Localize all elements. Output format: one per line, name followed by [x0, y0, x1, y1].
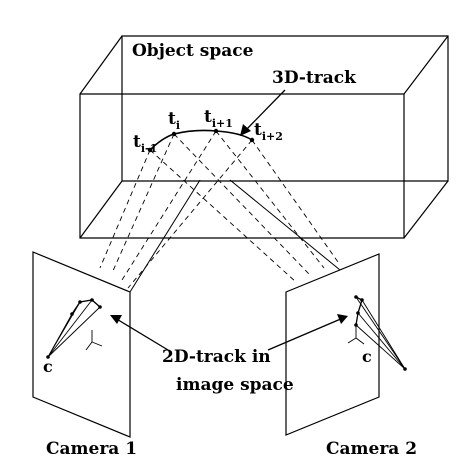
projection-rays	[99, 130, 339, 289]
axis-line	[355, 337, 365, 345]
camera1-label: Camera 1	[46, 439, 137, 459]
ray-cam2	[251, 139, 339, 263]
axis-line	[347, 337, 357, 344]
ray-cam2	[149, 149, 297, 283]
ray-cam1	[111, 133, 175, 274]
track-2d-curve	[355, 296, 363, 326]
camera2-center-point	[403, 367, 407, 371]
track-3d-label: 3D-track	[272, 68, 357, 88]
camera1-2d-points	[46, 298, 102, 359]
axis-line	[91, 341, 103, 347]
frustum-edge	[229, 179, 341, 271]
frustum-edges	[129, 179, 341, 293]
axis-line	[85, 341, 93, 351]
track-2d-label-line2: image space	[176, 375, 294, 395]
track-2d-ray	[355, 296, 406, 370]
track-2d-ray	[355, 324, 406, 370]
track-2d-ray	[361, 299, 406, 370]
track-2d-ray	[47, 306, 101, 358]
track-2d-ray	[47, 299, 93, 358]
camera2-label: Camera 2	[326, 439, 417, 459]
box-edge	[79, 180, 123, 239]
camera2-2d-track	[347, 296, 406, 370]
track-point	[171, 131, 177, 137]
camera1-center-point	[46, 355, 50, 359]
track-2d-ray	[357, 312, 406, 370]
track-2d-arrow-right	[267, 314, 348, 351]
arrow-head	[240, 124, 251, 136]
track-point	[213, 128, 219, 134]
track-2d-label-line1: 2D-track in	[162, 347, 271, 367]
time-label-0: ti-1	[133, 132, 157, 155]
time-label-1: ti	[168, 109, 180, 132]
track-2d-ray	[47, 301, 81, 358]
track-2d-curve	[71, 299, 101, 315]
ray-cam1	[121, 130, 217, 281]
camera1-2d-track	[47, 299, 103, 358]
track-point	[147, 147, 153, 153]
box-edge	[79, 35, 123, 95]
box-edge	[403, 35, 449, 95]
track-2d-arrow-left	[110, 315, 169, 351]
camera1-image-plane	[32, 251, 131, 438]
time-label-2: ti+1	[204, 107, 233, 130]
track-3d-points	[147, 128, 255, 153]
frustum-edge	[129, 179, 201, 293]
time-label-3: ti+2	[254, 120, 283, 143]
track-point	[249, 137, 255, 143]
camera1-center-label: c	[43, 357, 53, 376]
track-3d-curve	[149, 129, 253, 151]
camera2-image-plane	[285, 253, 380, 436]
box-edge	[403, 180, 449, 239]
camera2-2d-points	[354, 295, 407, 371]
ray-cam2	[173, 133, 311, 276]
arrow-head	[337, 314, 348, 324]
object-space-label: Object space	[132, 41, 254, 61]
box-front-face	[79, 93, 405, 239]
camera2-center-label: c	[362, 347, 372, 366]
track-3d-arrow	[240, 89, 286, 136]
ray-cam1	[99, 149, 151, 269]
arrow-head	[110, 315, 122, 324]
ray-cam2	[215, 130, 325, 269]
object-space-box	[79, 35, 449, 239]
